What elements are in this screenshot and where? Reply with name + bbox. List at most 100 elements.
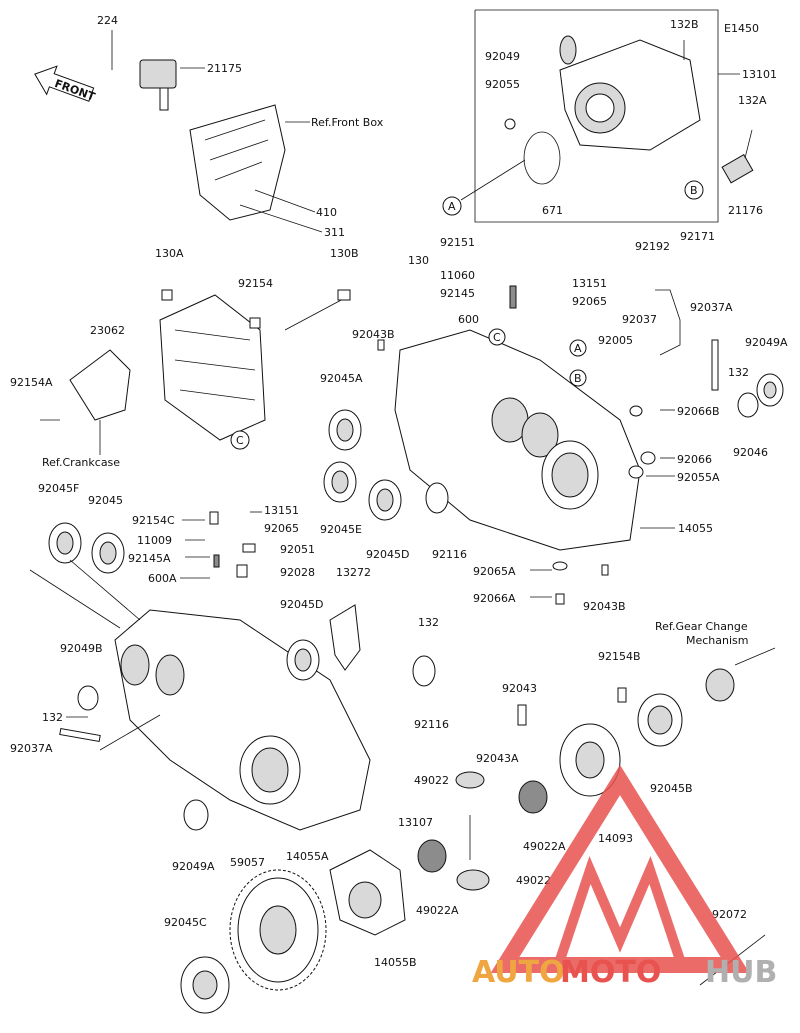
label-130: 130 <box>408 254 429 267</box>
callout-b-top-label: B <box>690 184 698 197</box>
label-11060: 11060 <box>440 269 475 282</box>
label-132B: 132B <box>670 18 699 31</box>
label-13151-mid: 13151 <box>264 504 299 517</box>
label-49022-top: 49022 <box>414 774 449 787</box>
label-92046: 92046 <box>733 446 768 459</box>
label-224: 224 <box>97 14 118 27</box>
label-92049A-top: 92049A <box>745 336 788 349</box>
label-49022A-top: 49022A <box>523 840 566 853</box>
label-92037A-top: 92037A <box>690 301 733 314</box>
label-13272: 13272 <box>336 566 371 579</box>
label-92043: 92043 <box>502 682 537 695</box>
label-92154B: 92154B <box>598 650 641 663</box>
label-14093: 14093 <box>598 832 633 845</box>
label-92171: 92171 <box>680 230 715 243</box>
differential <box>329 771 548 936</box>
bracket-23062 <box>159 289 351 441</box>
watermark-logo <box>490 764 750 973</box>
label-92045D-mid: 92045D <box>280 598 323 611</box>
label-13107: 13107 <box>398 816 433 829</box>
inset-frame <box>474 9 719 223</box>
label-21176: 21176 <box>728 204 763 217</box>
label-130B: 130B <box>330 247 359 260</box>
label-14055B: 14055B <box>374 956 417 969</box>
label-92045: 92045 <box>88 494 123 507</box>
label-92066: 92066 <box>677 453 712 466</box>
label-92065-mid: 92065 <box>264 522 299 535</box>
label-92066B: 92066B <box>677 405 720 418</box>
label-671: 671 <box>542 204 563 217</box>
callout-b-right <box>569 369 587 387</box>
callout-b-right-label: B <box>574 372 582 385</box>
label-92037A-left: 92037A <box>10 742 53 755</box>
label-311: 311 <box>324 226 345 239</box>
bearings-right <box>323 285 784 605</box>
crankcase-14055 <box>394 329 641 551</box>
label-92154C: 92154C <box>132 514 175 527</box>
callout-c-left-label: C <box>236 434 244 447</box>
label-92045F: 92045F <box>38 482 79 495</box>
label-130A: 130A <box>155 247 184 260</box>
label-92043A: 92043A <box>476 752 519 765</box>
ref-front-box: Ref.Front Box <box>311 116 384 129</box>
callout-a-right-label: A <box>574 342 582 355</box>
watermark-moto: MOTO <box>560 955 661 990</box>
label-92055: 92055 <box>485 78 520 91</box>
label-92045D-top: 92045D <box>366 548 409 561</box>
label-14055A: 14055A <box>286 850 329 863</box>
callout-c-right-label: C <box>493 331 501 344</box>
label-132-left: 132 <box>42 711 63 724</box>
watermark-hub: HUB <box>705 955 777 990</box>
label-14055: 14055 <box>678 522 713 535</box>
label-92049A-bottom: 92049A <box>172 860 215 873</box>
label-49022A-bottom: 49022A <box>416 904 459 917</box>
label-92051: 92051 <box>280 543 315 556</box>
label-410: 410 <box>316 206 337 219</box>
label-132-top: 132 <box>728 366 749 379</box>
label-132-mid: 132 <box>418 616 439 629</box>
callout-c-right <box>488 328 506 346</box>
label-49022-bottom: 49022 <box>516 874 551 887</box>
front-box-ref <box>189 104 286 221</box>
diagram-code: E1450 <box>724 22 759 35</box>
label-92037: 92037 <box>622 313 657 326</box>
label-92028: 92028 <box>280 566 315 579</box>
label-92066A: 92066A <box>473 592 516 605</box>
label-92043B-mid: 92043B <box>583 600 626 613</box>
ref-gear-change-1: Ref.Gear Change <box>655 620 748 633</box>
label-92049: 92049 <box>485 50 520 63</box>
label-92145: 92145 <box>440 287 475 300</box>
label-92065A: 92065A <box>473 565 516 578</box>
ref-crankcase: Ref.Crankcase <box>42 456 120 469</box>
gear-59057 <box>229 869 327 991</box>
label-92145A: 92145A <box>128 552 171 565</box>
label-92154: 92154 <box>238 277 273 290</box>
label-92045E: 92045E <box>320 523 362 536</box>
sensor-21176 <box>721 129 754 184</box>
callout-a-top <box>442 196 462 216</box>
crankcase-ref <box>69 349 131 421</box>
callout-c-left <box>230 430 250 450</box>
label-59057: 59057 <box>230 856 265 869</box>
label-92045C: 92045C <box>164 916 207 929</box>
callout-b-top <box>684 180 704 200</box>
label-600A: 600A <box>148 572 177 585</box>
sensor-21175 <box>111 30 177 111</box>
label-92045A: 92045A <box>320 372 363 385</box>
label-132A: 132A <box>738 94 767 107</box>
label-600: 600 <box>458 313 479 326</box>
housing-13101 <box>504 35 701 185</box>
callout-a-top-label: A <box>448 200 456 213</box>
label-92151: 92151 <box>440 236 475 249</box>
label-13101: 13101 <box>742 68 777 81</box>
label-92043B-top: 92043B <box>352 328 395 341</box>
label-13151-top: 13151 <box>572 277 607 290</box>
label-92005: 92005 <box>598 334 633 347</box>
callout-a-right <box>569 339 587 357</box>
gear-change-mechanism <box>517 668 735 797</box>
label-92072: 92072 <box>712 908 747 921</box>
label-92116-mid: 92116 <box>414 718 449 731</box>
